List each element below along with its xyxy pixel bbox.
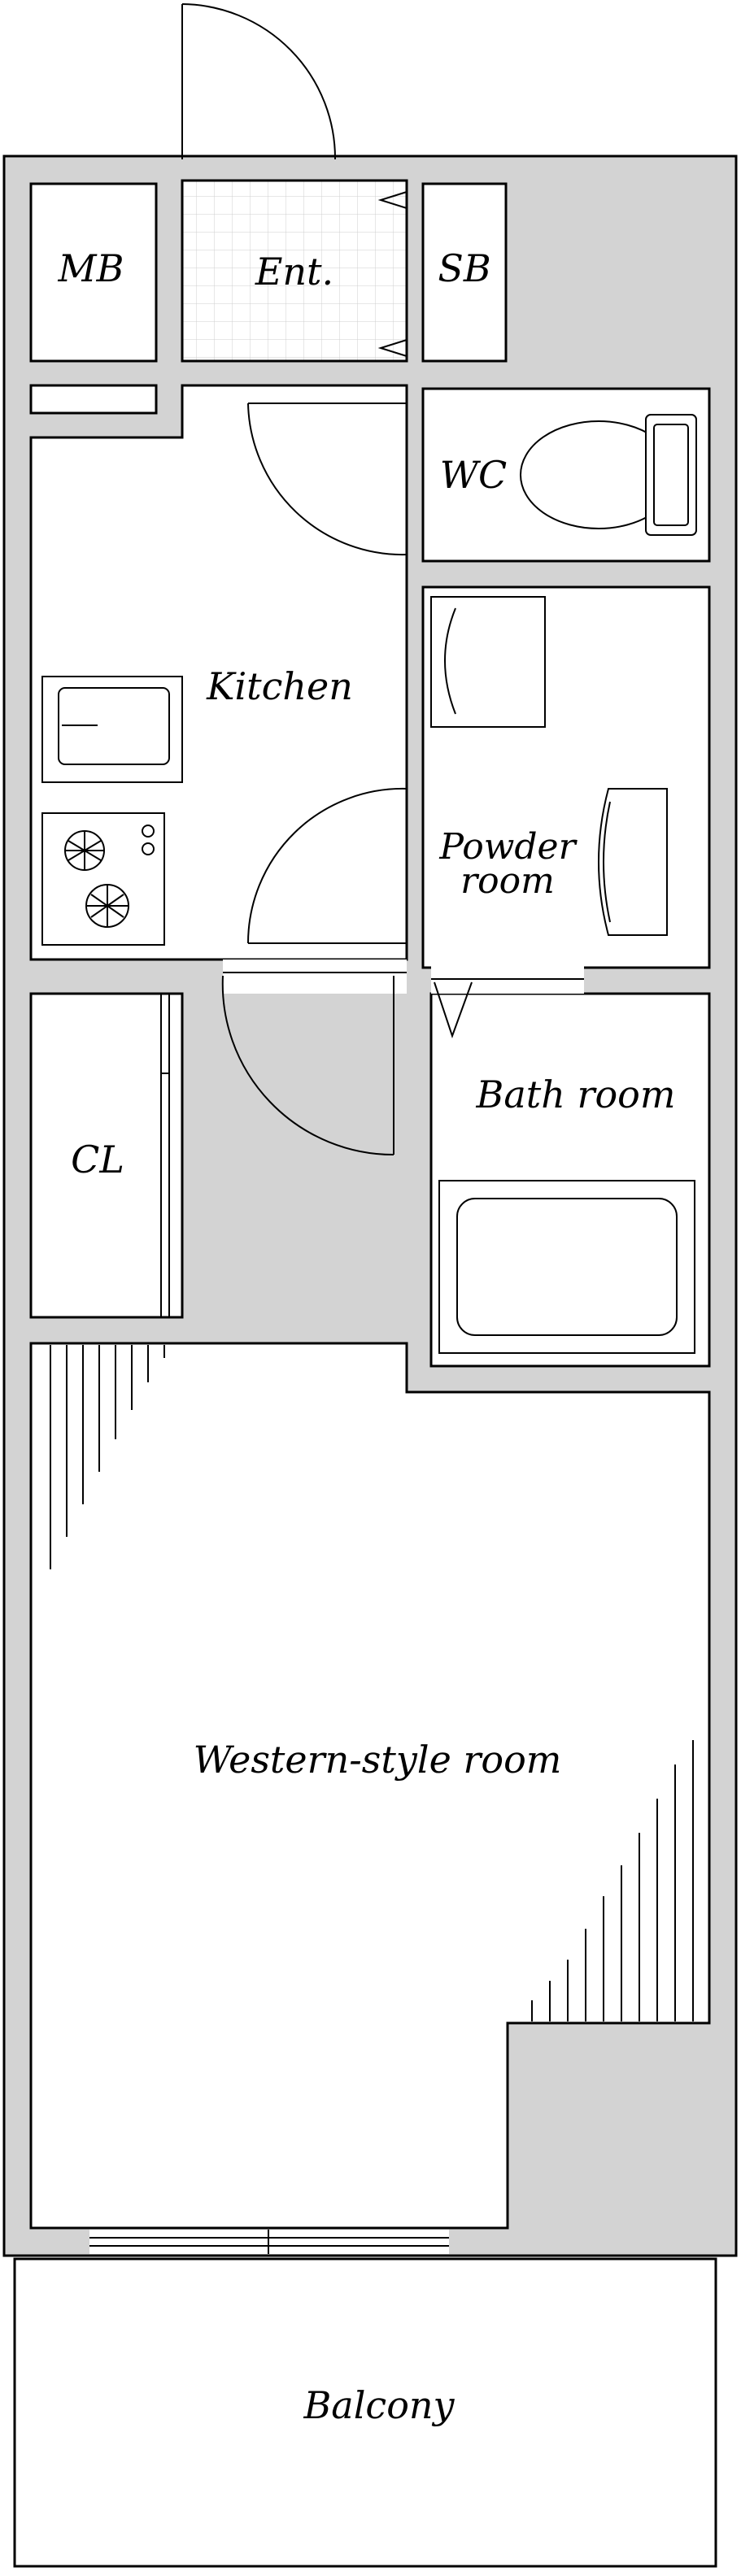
label-mb: MB xyxy=(58,246,124,290)
label-powder-line2: room xyxy=(460,860,555,902)
toilet-icon xyxy=(520,414,697,536)
entrance-step-marker-1 xyxy=(377,191,408,209)
label-kitchen: Kitchen xyxy=(206,664,353,708)
western-door-swing xyxy=(221,975,394,1156)
closet-space xyxy=(29,992,184,1319)
kitchen-sink-icon xyxy=(41,676,183,783)
sb-space xyxy=(421,182,508,363)
label-western-room: Western-style room xyxy=(194,1738,562,1782)
label-wc: WC xyxy=(440,453,507,497)
entrance-step-marker-2 xyxy=(377,339,408,357)
wc-door-swing xyxy=(247,402,408,556)
bath-door-marker xyxy=(434,981,473,1039)
entrance-floor xyxy=(181,179,408,363)
western-room-space xyxy=(29,1342,711,2230)
kitchen-bath-opening xyxy=(223,959,407,994)
label-balcony: Balcony xyxy=(303,2383,455,2427)
label-powder-line1: Powder xyxy=(438,826,578,868)
balcony-space xyxy=(13,2257,717,2568)
washing-machine-icon xyxy=(430,596,546,728)
western-room-hatch-right xyxy=(531,1740,694,2021)
label-closet: CL xyxy=(71,1138,124,1181)
bathtub-icon xyxy=(438,1180,695,1354)
label-entrance: Ent. xyxy=(255,250,333,294)
powder-door-swing xyxy=(247,787,408,944)
label-sb: SB xyxy=(438,246,490,290)
mb-shelf xyxy=(29,384,158,415)
western-room-hatch-left xyxy=(50,1345,165,1569)
label-bath-room: Bath room xyxy=(476,1073,676,1116)
stove-icon xyxy=(41,812,165,946)
mb-space xyxy=(29,182,158,363)
washbasin-icon xyxy=(598,788,668,936)
entrance-door-swing xyxy=(181,3,337,160)
